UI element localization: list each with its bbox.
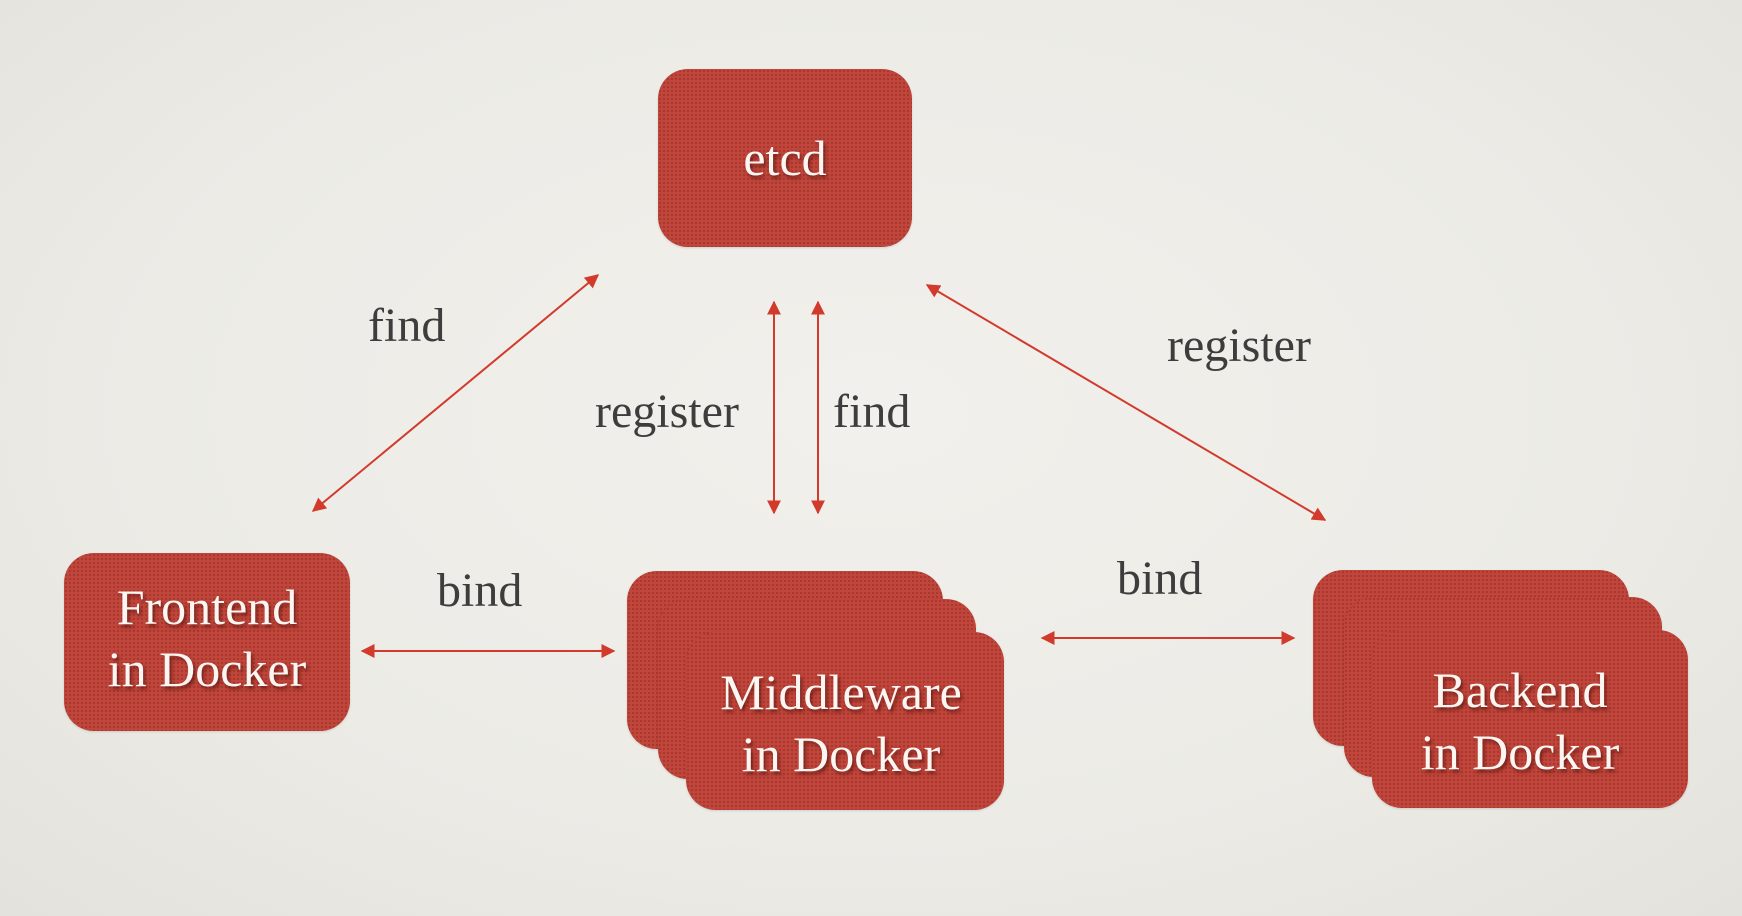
frontend-node: Frontend in Docker (64, 553, 350, 731)
middleware-node-label-line1: Middleware (720, 664, 962, 720)
backend-etcd-label: register (1167, 319, 1311, 372)
frontend-node-label-line2: in Docker (107, 641, 307, 697)
middleware-etcd-register-label: register (595, 385, 739, 438)
backend-node-label-line2: in Docker (1420, 724, 1620, 780)
etcd-node-label: etcd (743, 130, 827, 186)
backend-node-label-line1: Backend (1432, 662, 1608, 718)
frontend-etcd-arrow (311, 274, 600, 512)
backend-etcd-arrow (925, 284, 1327, 521)
middleware-node-label-line2: in Docker (741, 726, 941, 782)
frontend-etcd-label: find (368, 299, 446, 352)
frontend-middleware-label: bind (437, 564, 523, 617)
middleware-etcd-find-label: find (833, 385, 911, 438)
middleware-backend-label: bind (1117, 552, 1203, 605)
etcd-node: etcd (658, 69, 912, 247)
frontend-node-label-line1: Frontend (116, 579, 298, 635)
middleware-node-front: Middleware in Docker (686, 632, 1004, 810)
backend-node-front: Backend in Docker (1372, 630, 1688, 808)
